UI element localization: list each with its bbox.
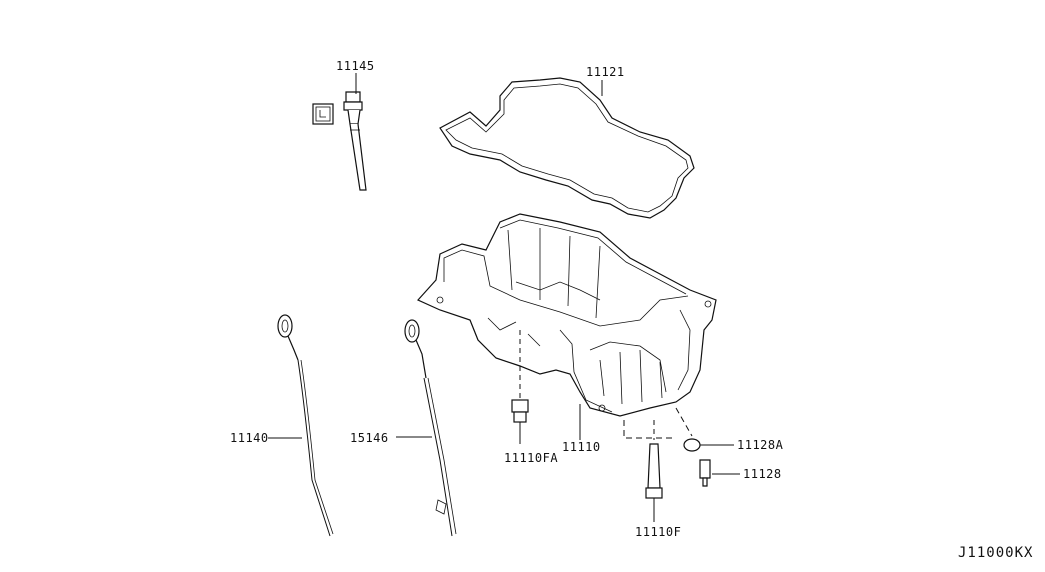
bolt-11110fa-part [511, 330, 529, 444]
oil-pan-gasket-part [439, 77, 695, 219]
label-11110fa: 11110FA [504, 451, 559, 465]
drain-plug-parts [623, 407, 711, 487]
oil-filler-tube-part [312, 91, 367, 191]
label-11121: 11121 [586, 65, 625, 79]
label-11110f: 11110F [635, 525, 682, 539]
oil-pan-part [417, 213, 717, 417]
label-11128a: 11128A [737, 438, 784, 452]
label-15146: 15146 [350, 431, 389, 445]
label-11110: 11110 [562, 440, 601, 454]
oil-level-gauge-part [277, 314, 334, 537]
oil-gauge-guide-part [404, 319, 457, 537]
leader-lines [268, 73, 740, 475]
label-11145: 11145 [336, 59, 375, 73]
bolt-11110f-part [645, 420, 663, 522]
label-11128: 11128 [743, 467, 782, 481]
label-11140: 11140 [230, 431, 269, 445]
diagram-code: J11000KX [958, 545, 1034, 561]
